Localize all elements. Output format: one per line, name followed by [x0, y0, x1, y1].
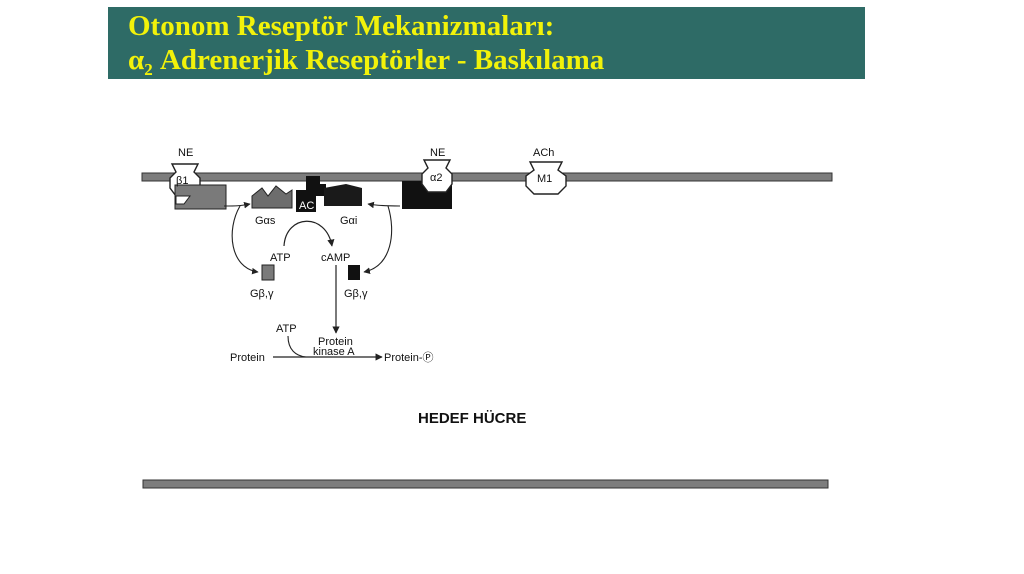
- ne-left-label: NE: [178, 147, 193, 159]
- g-beta-gamma-left-box: [262, 265, 274, 280]
- pka-label-line2: kinase A: [313, 346, 355, 358]
- bottom-membrane: [143, 480, 828, 488]
- top-membrane: [142, 173, 832, 181]
- g-beta-gamma-right-label: Gβ,γ: [344, 288, 368, 300]
- g-alpha-i-label: Gαi: [340, 215, 357, 227]
- protein-label: Protein: [230, 352, 265, 364]
- alpha2-label: α2: [430, 172, 442, 184]
- g-alpha-s-protein: [252, 186, 292, 208]
- target-cell-label: HEDEF HÜCRE: [418, 410, 526, 427]
- camp-label: cAMP: [321, 252, 350, 264]
- alpha2-to-gi-arrow: [368, 204, 400, 206]
- beta1-label: β1: [176, 175, 188, 187]
- atp-bottom-label: ATP: [276, 323, 297, 335]
- ne-right-label: NE: [430, 147, 445, 159]
- atp-top-label: ATP: [270, 252, 291, 264]
- right-bg-arrow: [364, 206, 392, 272]
- g-beta-gamma-left-label: Gβ,γ: [250, 288, 274, 300]
- protein-p-label: Protein-Ⓟ: [384, 351, 434, 364]
- m1-label: M1: [537, 173, 552, 185]
- atp-curve: [288, 336, 306, 357]
- ach-label: ACh: [533, 147, 554, 159]
- ac-label: AC: [299, 200, 314, 212]
- beta1-to-gs-arrow: [224, 204, 250, 206]
- g-alpha-s-label: Gαs: [255, 215, 276, 227]
- g-beta-gamma-right-box: [348, 265, 360, 280]
- atp-to-camp-arrow: [284, 221, 332, 246]
- alpha2-receptor: [402, 160, 452, 209]
